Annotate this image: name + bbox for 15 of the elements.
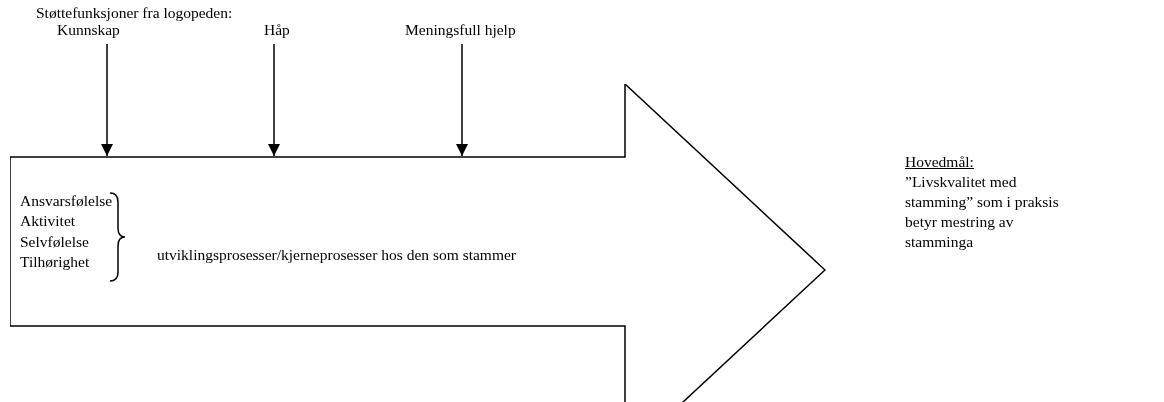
- process-text: utviklingsprosesser/kjerneprosesser hos den som stammer: [157, 245, 517, 265]
- arrow: [101, 43, 113, 157]
- arrow: [456, 43, 468, 157]
- support-function-label: Kunnskap: [57, 20, 120, 40]
- support-function-label: Håp: [264, 20, 290, 40]
- heading-text: Støttefunksjoner fra logopeden:: [36, 3, 233, 23]
- arrow: [268, 43, 280, 157]
- list-item: Aktivitet: [20, 211, 76, 231]
- block-arrow: [10, 84, 826, 402]
- list-item: Selvfølelse: [20, 232, 89, 252]
- list-item: Ansvarsfølelse: [20, 191, 113, 211]
- goal-heading: Hovedmål:: [905, 152, 974, 172]
- list-item: Tilhørighet: [20, 252, 90, 272]
- goal-text: ”Livskvalitet med stamming” som i praksis betyr mestring av stamminga: [905, 172, 1060, 252]
- support-function-label: Meningsfull hjelp: [405, 20, 516, 40]
